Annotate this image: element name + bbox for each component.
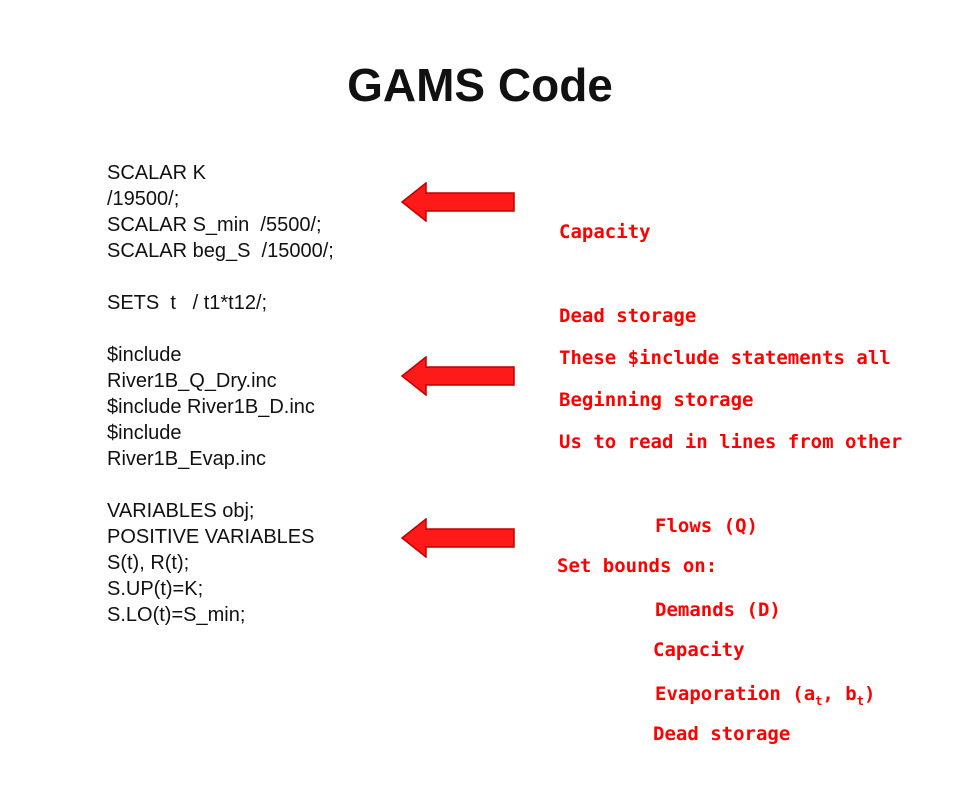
note-line: Flows (Q) [655,515,758,537]
note-line: Beginning storage [559,389,754,411]
left-arrow-icon [400,182,515,222]
note-bounds: Set bounds on: Capacity Dead storage [557,496,790,804]
code-line: S.UP(t)=K; [107,578,204,600]
code-line: /19500/; [107,188,180,210]
note-include: These $include statements all Us to read… [559,288,902,764]
code-line: $include [107,422,182,444]
slide: GAMS Code SCALAR K /19500/; SCALAR S_min… [107,59,902,745]
subscript: t [856,693,864,708]
note-line: Us to read in lines from other [559,431,903,453]
code-line [107,472,407,498]
code-line: SCALAR K [107,162,206,184]
note-line: Evaporation (at, bt) [559,680,902,708]
code-line: River1B_Q_Dry.inc [107,370,277,392]
code-line [107,264,407,290]
note-line: These $include statements all [559,347,891,369]
note-line: Capacity [653,639,745,661]
subscript: t [815,693,823,708]
code-line: $include River1B_D.inc [107,396,315,418]
note-line: Dead storage [653,723,791,745]
code-line: S(t), R(t); [107,552,190,574]
page-title: GAMS Code [347,59,613,111]
left-arrow-icon [400,518,515,558]
note-scalars: Capacity Dead storage Beginning storage [559,162,753,470]
note-line: Dead storage [559,305,697,327]
code-line: SETS t / t1*t12/; [107,292,268,314]
code-line: River1B_Evap.inc [107,448,266,470]
evaporation-prefix: Evaporation (a [655,683,816,705]
note-line: Capacity [559,221,651,243]
code-line: SCALAR beg_S /15000/; [107,240,334,262]
evaporation-suffix: ) [863,683,876,705]
evaporation-mid: , b [822,683,857,705]
left-arrow-icon [400,356,515,396]
code-line: VARIABLES obj; [107,500,255,522]
note-line: Set bounds on: [557,555,718,577]
code-line: POSITIVE VARIABLES [107,526,315,548]
code-line: $include [107,344,182,366]
code-line: S.LO(t)=S_min; [107,604,246,626]
code-line: SCALAR S_min /5500/; [107,214,322,236]
code-block: SCALAR K /19500/; SCALAR S_min /5500/; S… [107,160,407,628]
code-line [107,316,407,342]
note-line: Demands (D) [655,599,781,621]
